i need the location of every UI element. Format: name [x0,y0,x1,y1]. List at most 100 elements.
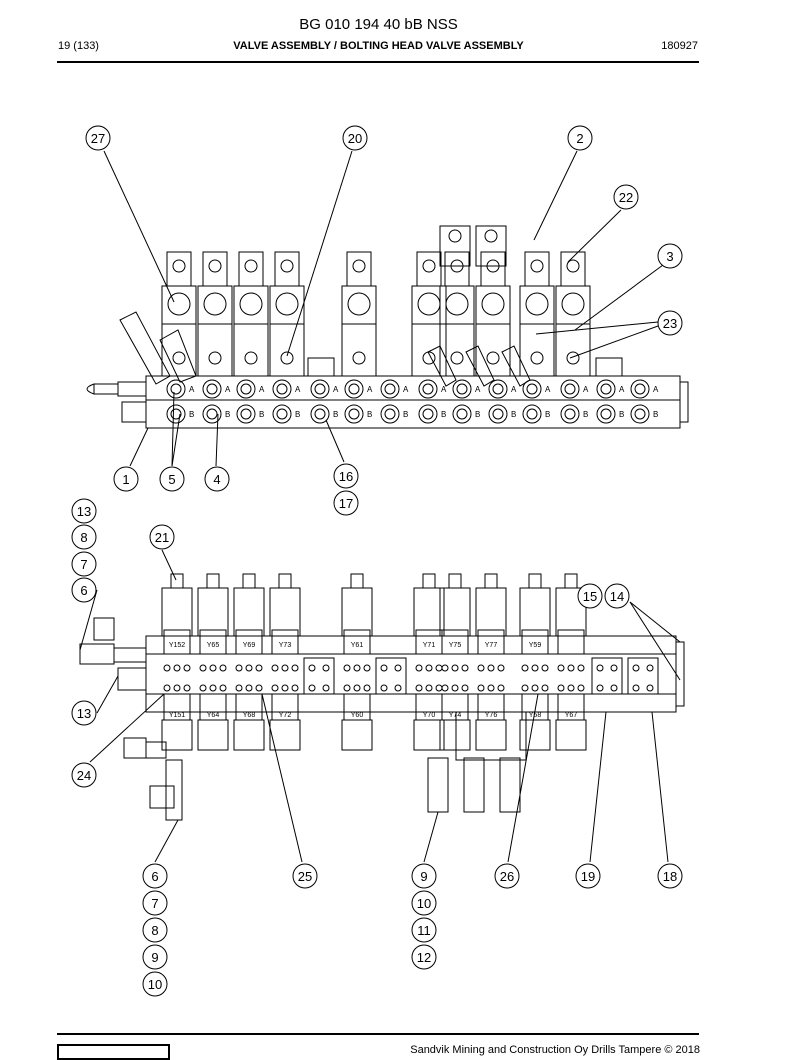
callout-number: 11 [417,923,431,938]
port-b: B [488,404,516,424]
callout-balloon: 24 [71,762,97,788]
port-a: A [630,379,659,399]
callout-number: 27 [91,131,105,146]
page-title: VALVE ASSEMBLY / BOLTING HEAD VALVE ASSE… [233,40,524,52]
upper-solenoid-coil [519,251,555,377]
callout-number: 1 [122,472,129,487]
callout-balloon: 25 [292,863,318,889]
port-b: B [310,404,338,424]
callout-balloon: 15 [577,583,603,609]
callout-number: 14 [610,589,624,604]
upper-solenoid-coils [161,225,623,377]
callout-number: 5 [168,472,175,487]
port-b-label: B [333,410,338,419]
port-a: A [596,379,625,399]
callout-balloon: 27 [85,125,111,151]
sandvik-logo [57,1044,170,1060]
callout-balloon: 16 [333,463,359,489]
port-b: B [236,404,264,424]
port-b: B [380,404,408,424]
left-hose-fitting [86,381,147,423]
callout-balloon: 21 [149,524,175,550]
solenoid-tag-bottom: Y74 [449,712,462,719]
solenoid-tag-top: Y59 [529,642,542,649]
port-a: A [522,379,551,399]
port-a-label: A [653,385,659,394]
upper-solenoid-coil [161,251,197,377]
lower-bottom-fittings [427,711,527,813]
port-a: A [488,379,517,399]
port-b-label: B [225,410,230,419]
upper-leader-lines [103,150,664,467]
port-a: A [418,379,447,399]
port-a: A [380,379,409,399]
callout-number: 18 [663,869,677,884]
callout-number: 17 [339,496,353,511]
lower-solenoid-valve [197,573,229,751]
callout-number: 21 [155,530,169,545]
port-b: B [452,404,480,424]
callout-number: 7 [151,896,158,911]
document-number: BG 010 194 40 bB NSS [299,16,458,33]
callout-number: 26 [500,869,514,884]
solenoid-tag-top: Y75 [449,642,462,649]
port-a: A [236,379,265,399]
solenoid-tag-top: Y69 [243,642,256,649]
solenoid-tag-bottom: Y76 [485,712,498,719]
callout-number: 9 [420,869,427,884]
solenoid-tag-top: Y65 [207,642,220,649]
callout-balloon: 3 [657,243,683,269]
port-a-label: A [441,385,447,394]
callout-number: 19 [581,869,595,884]
solenoid-tag-top: Y77 [485,642,498,649]
solenoid-tag-bottom: Y58 [529,712,542,719]
callout-number: 7 [80,557,87,572]
port-b-label: B [545,410,550,419]
port-a: A [560,379,589,399]
callout-balloon: 10 [142,971,168,997]
upper-solenoid-coil [555,251,591,377]
callout-balloon: 6 [142,863,168,889]
callout-number: 16 [339,469,353,484]
manifold-end-plug [679,381,689,423]
callout-number: 24 [77,768,91,783]
callout-number: 13 [77,504,91,519]
port-a-label: A [367,385,373,394]
lower-solenoid-valve [269,573,301,751]
callout-number: 2 [576,131,583,146]
callout-balloon: 18 [657,863,683,889]
callout-number: 10 [148,977,162,992]
upper-solenoid-coil [411,251,447,377]
port-b-label: B [475,410,480,419]
port-a: A [310,379,339,399]
port-b-label: B [511,410,516,419]
callout-balloon: 23 [657,310,683,336]
port-b-label: B [259,410,264,419]
solenoid-tag-bottom: Y60 [351,712,364,719]
port-b-label: B [295,410,300,419]
blank-plate [375,657,407,695]
upper-solenoid-coil [341,251,377,377]
port-b: B [202,404,230,424]
page-number: 19 (133) [58,40,99,52]
port-a-label: A [545,385,551,394]
callout-balloon: 5 [159,466,185,492]
lower-leader-lines [79,549,681,863]
callout-number: 8 [80,530,87,545]
callout-number: 9 [151,950,158,965]
callout-balloon: 13 [71,700,97,726]
callout-balloon: 10 [411,890,437,916]
port-b-label: B [189,410,194,419]
port-a-label: A [511,385,517,394]
callout-balloon: 19 [575,863,601,889]
callout-balloon: 6 [71,577,97,603]
angled-sensor-left [119,311,197,385]
lower-left-fittings [79,617,183,821]
date-code: 180927 [661,40,698,52]
port-a: A [202,379,231,399]
blank-plate [303,657,335,695]
